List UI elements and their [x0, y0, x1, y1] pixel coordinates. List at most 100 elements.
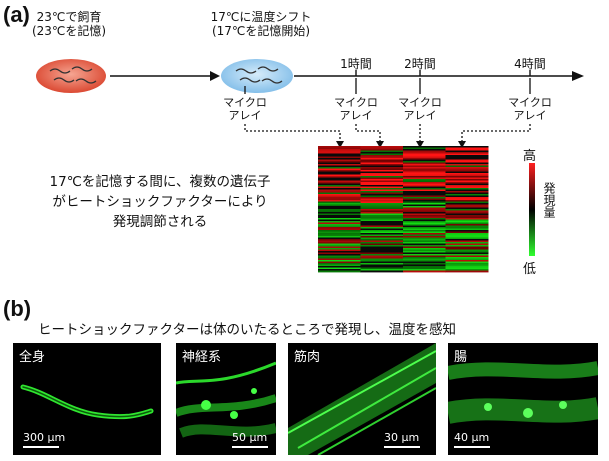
heatmap-cell [360, 159, 404, 162]
heatmap-cell [360, 176, 404, 178]
heatmap-cell [360, 231, 404, 234]
heatmap-cell [318, 267, 361, 270]
microarray-label-line2: アレイ [403, 109, 437, 122]
heatmap-cell [403, 234, 446, 237]
heatmap-cell [445, 164, 489, 166]
heatmap-cell [360, 201, 404, 204]
scale-bar-nervous-system [232, 446, 268, 448]
heatmap-cell [403, 173, 446, 175]
heatmap-cell [445, 227, 489, 229]
heatmap-cell [318, 227, 361, 229]
heatmap-cell [360, 200, 404, 202]
heatmap-cell [318, 167, 361, 169]
stage1-label: 23℃で飼育 (23℃を記憶) [14, 10, 124, 38]
heatmap-cell [318, 216, 361, 219]
heatmap-cell [445, 174, 489, 177]
heatmap-cell [360, 158, 404, 160]
heatmap-cell [445, 183, 489, 186]
heatmap-cell [403, 236, 446, 238]
heatmap-cell [360, 197, 404, 199]
heatmap-cell [318, 222, 361, 225]
heatmap-cell [403, 242, 446, 244]
heatmap-cell [445, 168, 489, 171]
heatmap-cell [318, 159, 361, 162]
heatmap-cell [445, 155, 489, 157]
heatmap-cell [360, 212, 404, 214]
heatmap-cell [318, 240, 361, 243]
heatmap-cell [318, 179, 361, 181]
heatmap-cell [403, 165, 446, 168]
heatmap-cell [360, 240, 404, 243]
heatmap-cell [318, 149, 361, 151]
heatmap-cell [445, 245, 489, 247]
heatmap-cell [403, 147, 446, 150]
heatmap-cell [445, 218, 489, 220]
heatmap-cell [403, 252, 446, 255]
heatmap-cell [318, 213, 361, 216]
heatmap-cell [360, 179, 404, 181]
heatmap-cell [403, 189, 446, 192]
heatmap-cell [445, 198, 489, 201]
heatmap-cell [318, 182, 361, 184]
heatmap-cell [318, 174, 361, 177]
heatmap-cell [403, 227, 446, 229]
heatmap-cell [318, 243, 361, 246]
heatmap-cell [360, 210, 404, 213]
heatmap-cell [403, 224, 446, 226]
heatmap-cell [360, 222, 404, 225]
heatmap-cell [445, 249, 489, 252]
note-line-3: 発現調節される [112, 214, 208, 230]
heatmap-cell [403, 225, 446, 228]
heatmap-cell [403, 174, 446, 177]
heatmap-cell [360, 237, 404, 240]
heatmap-cell [318, 156, 361, 159]
heatmap-cell [403, 248, 446, 250]
heatmap-cell [318, 204, 361, 207]
scale-label-intestine: 40 μm [454, 431, 490, 444]
heatmap-cell [318, 173, 361, 175]
heatmap-cell [403, 219, 446, 222]
heatmap-cell [445, 152, 489, 154]
heatmap-cell [445, 177, 489, 180]
intestine-image [448, 361, 598, 424]
heatmap-cell [445, 189, 489, 192]
heatmap-cell [360, 204, 404, 207]
heatmap-cell [403, 180, 446, 183]
heatmap-cell [445, 188, 489, 190]
timeline-arrow [294, 70, 584, 81]
microarray-label-line1: マイクロ [223, 96, 267, 109]
heatmap-cell [403, 237, 446, 240]
heatmap-cell [318, 189, 361, 192]
heatmap-cell [318, 237, 361, 240]
heatmap-cell [403, 194, 446, 196]
heatmap-cell [403, 153, 446, 156]
heatmap-cell [403, 240, 446, 243]
worm-whole-body-image [20, 384, 154, 420]
heatmap-cell [318, 221, 361, 223]
heatmap-cell [445, 264, 489, 267]
heatmap-cell [445, 146, 489, 148]
heatmap-cell [445, 234, 489, 237]
image-label-muscle: 筋肉 [294, 350, 321, 365]
heatmap-cell [403, 168, 446, 171]
microarray-label-4h: マイクロ アレイ [500, 96, 560, 122]
image-intestine: 腸 40 μm [448, 343, 598, 455]
heatmap-cell [318, 260, 361, 262]
heatmap-cell [445, 182, 489, 184]
panel-a-label: (a) [3, 2, 30, 27]
heatmap-cell [445, 162, 489, 165]
heatmap-cell [360, 152, 404, 154]
microarray-label-line2: アレイ [513, 109, 547, 122]
microarray-label-line1: マイクロ [508, 96, 552, 109]
cool-cell-icon [221, 59, 293, 93]
heatmap-cell [360, 230, 404, 232]
heatmap-cell [360, 219, 404, 222]
heatmap-cell [445, 255, 489, 258]
heatmap-cell [360, 267, 404, 270]
heatmap-cell [403, 162, 446, 165]
heatmap-cell [445, 236, 489, 238]
heatmap-cell [403, 243, 446, 246]
heatmap-cell [445, 179, 489, 181]
heatmap-cell [445, 212, 489, 214]
heatmap-cell [403, 263, 446, 265]
